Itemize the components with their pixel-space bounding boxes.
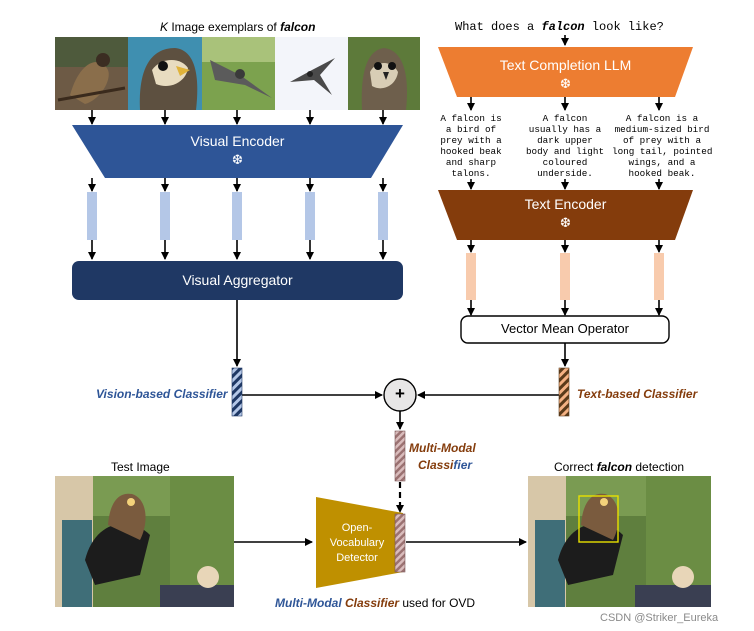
description-1-line: talons. <box>451 168 491 179</box>
llm-block <box>438 47 693 97</box>
image-to-encoder-arrows <box>88 110 387 125</box>
description-1-line: prey with a <box>440 135 502 146</box>
encoder-to-feature-arrows <box>88 178 387 192</box>
question-word: falcon <box>541 20 585 34</box>
detection-label-word: falcon <box>596 460 633 474</box>
description-3: A falcon is a medium-sized bird of prey … <box>612 113 712 179</box>
question-pre: What does a <box>455 20 542 34</box>
text-encoder-frozen-icon: ❆ <box>560 215 571 230</box>
visual-aggregator-label: Visual Aggregator <box>182 272 293 288</box>
exemplars-title-mid: Image exemplars of <box>168 20 281 34</box>
question-post: look like? <box>584 20 664 34</box>
description-3-line: long tail, pointed <box>612 146 713 157</box>
text-feature-bars <box>466 253 664 300</box>
text-encoder-block <box>438 190 693 240</box>
exemplars-title-word: falcon <box>280 20 316 34</box>
exemplar-image-3 <box>202 37 275 110</box>
detector-block <box>316 497 403 588</box>
multimodal-label-line1: Multi-Modal <box>409 441 476 455</box>
detection-label: Correct falcon detection <box>554 460 684 474</box>
question-text: What does a falcon look like? <box>455 20 664 34</box>
ovd-caption-rest: used for OVD <box>399 596 476 610</box>
detector-classifier-bar <box>394 513 406 573</box>
detection-label-pre: Correct <box>554 460 597 474</box>
test-image-label: Test Image <box>111 460 170 474</box>
multimodal-label: Multi-Modal Classifier <box>409 440 476 474</box>
description-2: A falcon usually has a dark upper body a… <box>519 113 611 179</box>
exemplars-title: K Image exemplars of falcon <box>160 20 315 34</box>
description-1: A falcon is a bird of prey with a hooked… <box>425 113 517 179</box>
vector-mean-label: Vector Mean Operator <box>501 321 629 336</box>
vision-classifier-bar <box>231 367 243 417</box>
exemplar-image-5 <box>348 37 420 110</box>
llm-to-description-arrows <box>467 97 663 111</box>
sum-operator <box>383 378 417 412</box>
description-1-line: hooked beak <box>440 146 502 157</box>
exemplar-image-4 <box>275 37 348 110</box>
detection-label-post: detection <box>632 460 685 474</box>
text-encoder-label: Text Encoder <box>524 196 607 212</box>
detector-label-line: Detector <box>336 552 378 564</box>
feature-to-aggregator-arrows <box>88 240 387 260</box>
test-image <box>55 476 234 607</box>
description-3-line: medium-sized bird <box>614 124 710 135</box>
vision-classifier-label: Vision-based Classifier <box>96 387 228 401</box>
description-2-line: coloured <box>542 157 588 168</box>
ovd-caption-modal: Modal <box>307 596 345 610</box>
text-encoder-to-feature-arrows <box>467 240 663 253</box>
ovd-caption-multi: Multi- <box>275 596 307 610</box>
description-3-line: hooked beak. <box>628 168 696 179</box>
exemplars-title-k: K <box>160 20 169 34</box>
visual-encoder-block <box>72 125 403 178</box>
description-2-line: A falcon <box>542 113 588 124</box>
multimodal-classifier-bar <box>394 430 406 482</box>
detector-label-line: Open- <box>341 522 373 534</box>
detection-bounding-box <box>578 495 619 543</box>
description-2-line: underside. <box>537 168 593 179</box>
description-2-line: usually has a <box>528 124 602 135</box>
ovd-caption-fier: fier <box>380 596 400 610</box>
watermark: CSDN @Striker_Eureka <box>600 612 719 624</box>
llm-label: Text Completion LLM <box>499 57 632 73</box>
visual-aggregator-block <box>72 261 403 300</box>
detector-label-line: Vocabulary <box>329 537 385 549</box>
description-1-line: and sharp <box>445 157 497 168</box>
llm-frozen-icon: ❆ <box>560 76 571 91</box>
description-2-line: dark upper <box>537 135 593 146</box>
description-2-line: body and light <box>525 146 605 157</box>
visual-encoder-label: Visual Encoder <box>190 133 285 149</box>
description-3-line: of prey with a <box>622 135 702 146</box>
text-classifier-bar <box>558 367 570 417</box>
exemplar-image-2 <box>128 37 202 110</box>
text-classifier-label: Text-based Classifier <box>577 387 698 401</box>
description-1-line: a bird of <box>445 124 497 135</box>
ovd-caption-classi: Classi <box>345 596 381 610</box>
feature-to-mean-arrows <box>467 300 663 316</box>
ovd-caption: Multi-Modal Classifier used for OVD <box>275 596 475 610</box>
description-to-encoder-arrows <box>467 179 663 190</box>
description-1-line: A falcon is <box>440 113 502 124</box>
visual-encoder-frozen-icon: ❆ <box>232 152 243 167</box>
detection-image <box>528 476 711 607</box>
description-3-line: wings, and a <box>628 157 696 168</box>
detector-label: Open- Vocabulary Detector <box>318 521 396 566</box>
exemplar-image-1 <box>55 37 128 110</box>
vector-mean-block <box>460 315 670 344</box>
sum-operator-label: + <box>395 384 405 403</box>
description-3-line: A falcon is a <box>625 113 699 124</box>
multimodal-label-line2: Classifier <box>418 458 473 472</box>
visual-feature-bars <box>87 192 388 240</box>
